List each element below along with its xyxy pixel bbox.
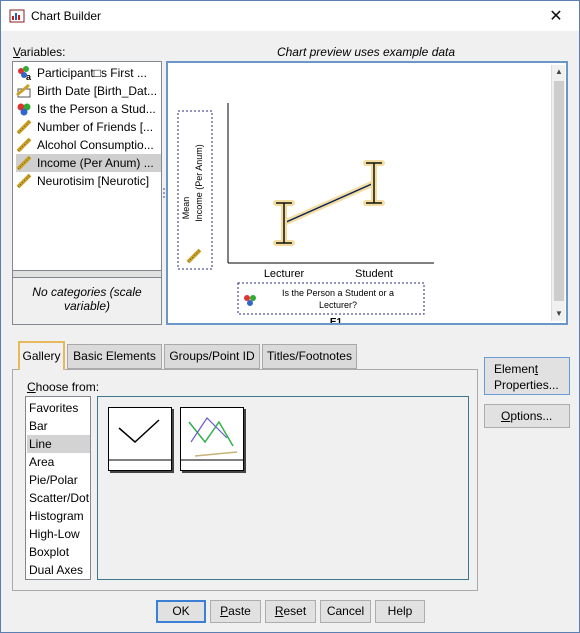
variable-item[interactable]: Is the Person a Stud... <box>16 100 161 118</box>
y-axis-drop-zone[interactable] <box>177 110 213 270</box>
scroll-up-icon[interactable]: ▲ <box>555 67 563 76</box>
chart-canvas: Mean Income (Per Anum) Lecturer Student I… <box>177 103 434 323</box>
multiple-line-thumbnail[interactable] <box>180 407 244 471</box>
pane-splitter-handle[interactable] <box>162 61 166 325</box>
error-bar <box>276 202 292 244</box>
variable-label: Neurotisim [Neurotic] <box>37 174 150 188</box>
reset-button[interactable]: Reset <box>265 600 316 623</box>
svg-text:a: a <box>26 72 32 81</box>
grip-dots-icon <box>163 188 165 198</box>
scroll-thumb[interactable] <box>554 81 564 301</box>
variable-item[interactable]: a Participant□s First ... <box>16 64 161 82</box>
chart-type-scatter-dot[interactable]: Scatter/Dot <box>29 491 90 505</box>
chart-type-line[interactable]: Line <box>27 435 90 453</box>
window-title: Chart Builder <box>31 9 102 23</box>
chart-type-boxplot[interactable]: Boxplot <box>29 545 70 559</box>
variables-list[interactable]: a Participant□s First ... Birth Date [Bi… <box>12 61 162 271</box>
x-drop-label-line2: Lecturer? <box>319 300 357 310</box>
tab-gallery[interactable]: Gallery <box>18 341 65 370</box>
variable-label: Income (Per Anum) ... <box>37 156 154 170</box>
gallery-thumbnails <box>97 396 469 580</box>
scale-icon <box>16 119 32 135</box>
series-line <box>283 182 375 224</box>
x-axis-drop-zone[interactable] <box>237 282 425 315</box>
close-button[interactable]: ✕ <box>533 1 579 31</box>
tab-titles-footnotes[interactable]: Titles/Footnotes <box>262 344 357 369</box>
help-button[interactable]: Help <box>375 600 425 623</box>
variable-item[interactable]: Number of Friends [... <box>16 118 161 136</box>
variable-label: Number of Friends [... <box>37 120 154 134</box>
chart-type-pie-polar[interactable]: Pie/Polar <box>29 473 78 487</box>
scale-icon <box>16 155 32 171</box>
cancel-button[interactable]: Cancel <box>320 600 371 623</box>
ruler-icon <box>186 248 202 264</box>
variable-item-selected[interactable]: Income (Per Anum) ... <box>16 154 161 172</box>
simple-line-thumbnail[interactable] <box>108 407 172 471</box>
categories-panel: No categories (scale variable) <box>12 277 162 325</box>
variable-label: Participant□s First ... <box>37 66 147 80</box>
scroll-down-icon[interactable]: ▼ <box>555 309 563 318</box>
scale-icon <box>16 137 32 153</box>
ok-button[interactable]: OK <box>156 600 206 623</box>
nominal-string-icon: a <box>18 66 32 81</box>
chart-type-high-low[interactable]: High-Low <box>29 527 80 541</box>
chart-type-histogram[interactable]: Histogram <box>29 509 84 523</box>
close-icon: ✕ <box>549 8 563 25</box>
variable-label: Alcohol Consumptio... <box>37 138 154 152</box>
date-scale-icon <box>16 83 31 98</box>
tab-groups-point-id[interactable]: Groups/Point ID <box>164 344 260 369</box>
title-bar: Chart Builder ✕ <box>1 1 579 31</box>
element-properties-button[interactable]: Element Properties... <box>484 357 570 395</box>
nominal-icon <box>244 295 256 306</box>
chart-type-area[interactable]: Area <box>29 455 55 469</box>
multiple-line-icon <box>181 417 243 461</box>
variable-label: Birth Date [Birth_Dat... <box>37 84 158 98</box>
y-drop-label-line1: Mean <box>181 197 191 220</box>
variables-label: Variables: <box>13 45 66 59</box>
simple-line-icon <box>109 419 171 461</box>
chart-preview[interactable]: Mean Income (Per Anum) Lecturer Student I… <box>166 61 568 325</box>
element-label-e1: E1 <box>330 317 343 323</box>
tab-basic-elements[interactable]: Basic Elements <box>67 344 162 369</box>
variable-label: Is the Person a Stud... <box>37 102 156 116</box>
chart-type-bar[interactable]: Bar <box>29 419 48 433</box>
x-drop-label-line1: Is the Person a Student or a <box>282 288 394 298</box>
choose-from-label: Choose from: <box>27 380 100 394</box>
nominal-icon <box>17 103 31 116</box>
preview-scrollbar[interactable]: ▲ ▼ <box>551 65 565 321</box>
y-drop-label-line2: Income (Per Anum) <box>194 144 204 222</box>
chart-type-list[interactable]: Favorites Bar Line Area Pie/Polar Scatte… <box>25 396 91 580</box>
variable-item[interactable]: Alcohol Consumptio... <box>16 136 161 154</box>
variable-item[interactable]: Birth Date [Birth_Dat... <box>16 82 161 100</box>
variable-item[interactable]: Neurotisim [Neurotic] <box>16 172 161 190</box>
chart-type-dual-axes[interactable]: Dual Axes <box>29 563 84 577</box>
error-bar <box>366 162 382 204</box>
preview-caption: Chart preview uses example data <box>276 45 456 59</box>
spss-app-icon <box>9 9 25 23</box>
chart-type-favorites[interactable]: Favorites <box>29 401 79 415</box>
x-tick-label: Lecturer <box>264 268 305 280</box>
options-button[interactable]: Options... <box>484 404 570 428</box>
x-tick-label: Student <box>355 268 393 280</box>
paste-button[interactable]: Paste <box>210 600 261 623</box>
scale-icon <box>16 173 32 189</box>
